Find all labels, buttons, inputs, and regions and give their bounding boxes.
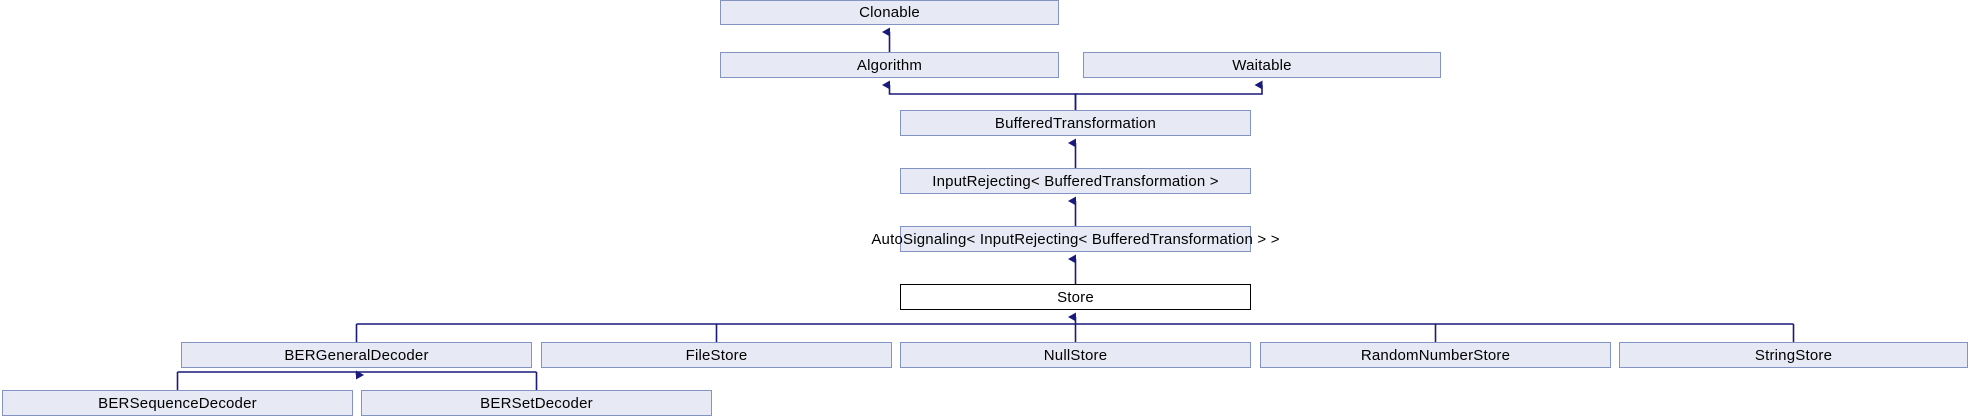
class-node-label: Clonable [859, 4, 920, 21]
class-node-bufferedtransformation[interactable]: BufferedTransformation [900, 110, 1251, 136]
class-node-randomnumberstore[interactable]: RandomNumberStore [1260, 342, 1611, 368]
class-node-label: BERSequenceDecoder [98, 394, 257, 412]
class-node-label: FileStore [685, 346, 748, 364]
class-node-label: Store [1057, 288, 1094, 306]
class-node-label: InputRejecting< BufferedTransformation > [932, 172, 1219, 190]
class-node-label: BufferedTransformation [994, 114, 1157, 132]
class-node-label: StringStore [1754, 346, 1833, 364]
inheritance-edge [882, 80, 1077, 110]
class-node-label: Algorithm [856, 56, 923, 74]
class-node-bersetdecoder[interactable]: BERSetDecoder [361, 390, 712, 416]
inheritance-edge [1074, 80, 1263, 110]
class-node-label: RandomNumberStore [1360, 346, 1511, 364]
class-node-algorithm[interactable]: Algorithm [720, 52, 1059, 78]
class-node-bergeneraldecoder[interactable]: BERGeneralDecoder [181, 342, 532, 368]
class-node-autosignaling[interactable]: AutoSignaling< InputRejecting< BufferedT… [871, 226, 1279, 252]
class-node-inputrejecting[interactable]: InputRejecting< BufferedTransformation > [900, 168, 1251, 194]
class-node-clonable[interactable]: Clonable [720, 0, 1059, 25]
class-node-bersequencedecoder[interactable]: BERSequenceDecoder [2, 390, 353, 416]
class-node-label: AutoSignaling< InputRejecting< BufferedT… [871, 230, 1280, 248]
class-node-filestore[interactable]: FileStore [541, 342, 892, 368]
class-node-stringstore[interactable]: StringStore [1619, 342, 1968, 368]
class-node-label: BERGeneralDecoder [284, 346, 429, 364]
class-node-waitable[interactable]: Waitable [1083, 52, 1441, 78]
class-node-label: Waitable [1232, 56, 1292, 74]
class-node-store[interactable]: Store [900, 284, 1251, 310]
class-node-label: BERSetDecoder [480, 394, 593, 412]
class-node-nullstore[interactable]: NullStore [900, 342, 1251, 368]
class-node-label: NullStore [1043, 346, 1108, 364]
